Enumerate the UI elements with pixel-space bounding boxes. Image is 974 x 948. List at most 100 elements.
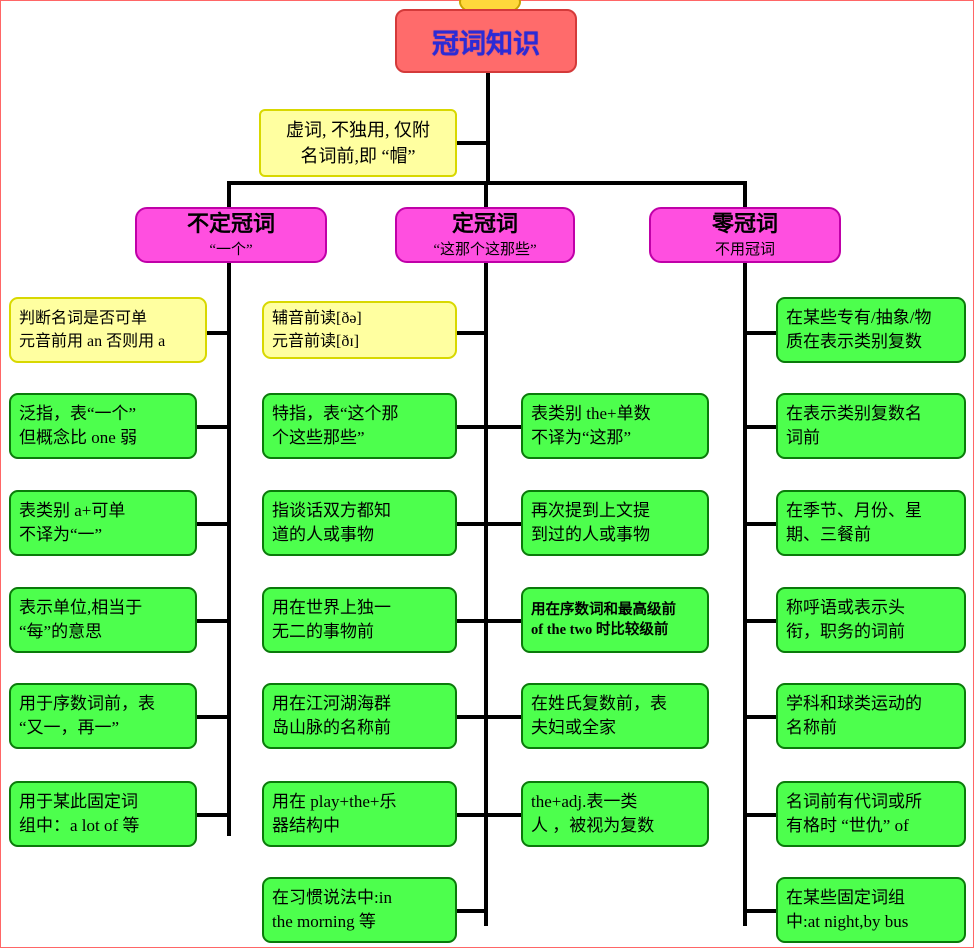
definite-right-item-1-line-1: 表类别 the+单数 xyxy=(531,403,651,423)
category-zero-title: 零冠词 xyxy=(711,211,778,237)
zero-item-3[interactable]: 在季节、月份、星 期、三餐前 xyxy=(776,490,966,556)
connector-cat2-down xyxy=(484,181,488,207)
connector-def-l1 xyxy=(456,331,486,335)
zero-item-5-line-1: 学科和球类运动的 xyxy=(786,693,922,713)
definite-right-item-4[interactable]: 在姓氏复数前，表 夫妇或全家 xyxy=(521,683,709,749)
definite-right-item-3-line-2: of the two 时比较级前 xyxy=(531,622,669,638)
connector-zero-spine xyxy=(743,261,747,926)
definite-left-item-1[interactable]: 辅音前读[ðə] 元音前读[ðɪ] xyxy=(262,301,457,359)
zero-item-2-line-2: 词前 xyxy=(786,428,820,447)
connector-def-l7 xyxy=(456,909,486,913)
definite-left-item-6[interactable]: 用在 play+the+乐 器结构中 xyxy=(262,781,457,847)
definite-left-item-1-line-1: 辅音前读[ðə] xyxy=(272,309,362,327)
definite-right-item-1-line-2: 不译为“这那” xyxy=(531,428,632,447)
definite-right-item-4-line-1: 在姓氏复数前，表 xyxy=(531,693,667,713)
connector-cat3-down xyxy=(743,181,747,207)
definite-left-item-4-line-2: 无二的事物前 xyxy=(272,622,374,641)
definite-left-item-4[interactable]: 用在世界上独一 无二的事物前 xyxy=(262,587,457,653)
zero-item-7[interactable]: 在某些固定词组 中:at night,by bus xyxy=(776,877,966,943)
definite-right-item-2[interactable]: 再次提到上文提 到过的人或事物 xyxy=(521,490,709,556)
indefinite-item-5-line-2: “又一，再一” xyxy=(19,718,120,737)
indefinite-item-3[interactable]: 表类别 a+可单 不译为“一” xyxy=(9,490,197,556)
connector-def-r4 xyxy=(484,715,522,719)
connector-def-l6 xyxy=(456,813,486,817)
category-indefinite-article[interactable]: 不定冠词 “一个” xyxy=(135,207,327,263)
definite-left-item-6-line-1: 用在 play+the+乐 xyxy=(272,791,397,811)
definite-left-item-7-line-1: 在习惯说法中:in xyxy=(272,887,392,907)
zero-item-7-line-1: 在某些固定词组 xyxy=(786,887,905,907)
zero-item-3-line-1: 在季节、月份、星 xyxy=(786,500,922,520)
indefinite-item-1[interactable]: 判断名词是否可单 元音前用 an 否则用 a xyxy=(9,297,207,363)
indefinite-item-4-line-2: “每”的意思 xyxy=(19,622,103,641)
note-line-1: 虚词, 不独用, 仅附 xyxy=(286,119,430,140)
connector-indef-5 xyxy=(191,715,229,719)
connector-zero-1 xyxy=(743,331,777,335)
root-node[interactable]: 冠词知识 xyxy=(395,9,577,73)
indefinite-item-6[interactable]: 用于某此固定词 组中：a lot of 等 xyxy=(9,781,197,847)
definite-right-item-4-line-2: 夫妇或全家 xyxy=(531,718,616,737)
definite-right-item-5[interactable]: the+adj.表一类 人 ，被视为复数 xyxy=(521,781,709,847)
definite-left-item-7[interactable]: 在习惯说法中:in the morning 等 xyxy=(262,877,457,943)
connector-zero-4 xyxy=(743,619,777,623)
indefinite-item-1-line-2: 元音前用 an 否则用 a xyxy=(19,333,166,350)
connector-zero-7 xyxy=(743,909,777,913)
connector-root-down xyxy=(486,73,490,183)
root-title: 冠词知识 xyxy=(432,28,540,59)
connector-indef-3 xyxy=(191,522,229,526)
definite-left-item-2[interactable]: 特指，表“这个那 个这些那些” xyxy=(262,393,457,459)
connector-zero-2 xyxy=(743,425,777,429)
indefinite-item-5-line-1: 用于序数词前，表 xyxy=(19,693,155,713)
connector-def-l3 xyxy=(456,522,486,526)
indefinite-item-1-line-1: 判断名词是否可单 xyxy=(19,309,148,327)
definite-right-item-2-line-2: 到过的人或事物 xyxy=(531,525,650,544)
connector-note xyxy=(456,141,488,145)
connector-zero-6 xyxy=(743,813,777,817)
zero-item-7-line-2: 中:at night,by bus xyxy=(786,912,909,931)
note-node[interactable]: 虚词, 不独用, 仅附 名词前,即 “帽” xyxy=(259,109,457,177)
zero-item-5[interactable]: 学科和球类运动的 名称前 xyxy=(776,683,966,749)
connector-zero-5 xyxy=(743,715,777,719)
zero-item-2-line-1: 在表示类别复数名 xyxy=(786,403,922,423)
category-definite-sub: “这那个这那些” xyxy=(433,241,537,258)
connector-definite-spine xyxy=(484,261,488,926)
definite-right-item-3[interactable]: 用在序数词和最高级前 of the two 时比较级前 xyxy=(521,587,709,653)
connector-def-r1 xyxy=(484,425,522,429)
connector-bus-categories xyxy=(229,181,747,185)
definite-left-item-3-line-1: 指谈话双方都知 xyxy=(272,500,391,520)
connector-def-l4 xyxy=(456,619,486,623)
category-zero-sub: 不用冠词 xyxy=(714,241,775,258)
definite-left-item-3[interactable]: 指谈话双方都知 道的人或事物 xyxy=(262,490,457,556)
connector-indef-2 xyxy=(191,425,229,429)
indefinite-item-4[interactable]: 表示单位,相当于 “每”的意思 xyxy=(9,587,197,653)
category-indefinite-title: 不定冠词 xyxy=(186,211,275,237)
indefinite-item-3-line-1: 表类别 a+可单 xyxy=(19,500,126,520)
connector-def-r2 xyxy=(484,522,522,526)
indefinite-item-4-line-1: 表示单位,相当于 xyxy=(19,597,143,617)
zero-item-6-line-1: 名词前有代词或所 xyxy=(786,791,922,811)
category-zero-article[interactable]: 零冠词 不用冠词 xyxy=(649,207,841,263)
zero-item-2[interactable]: 在表示类别复数名 词前 xyxy=(776,393,966,459)
category-definite-article[interactable]: 定冠词 “这那个这那些” xyxy=(395,207,575,263)
connector-def-r5 xyxy=(484,813,522,817)
definite-right-item-1[interactable]: 表类别 the+单数 不译为“这那” xyxy=(521,393,709,459)
connector-indef-6 xyxy=(191,813,229,817)
definite-left-item-5[interactable]: 用在江河湖海群 岛山脉的名称前 xyxy=(262,683,457,749)
definite-left-item-3-line-2: 道的人或事物 xyxy=(272,525,374,544)
indefinite-item-5[interactable]: 用于序数词前，表 “又一，再一” xyxy=(9,683,197,749)
definite-left-item-4-line-1: 用在世界上独一 xyxy=(272,597,391,617)
definite-left-item-2-line-2: 个这些那些” xyxy=(272,428,365,447)
note-line-2: 名词前,即 “帽” xyxy=(300,146,416,166)
connector-indef-4 xyxy=(191,619,229,623)
connector-def-l2 xyxy=(456,425,486,429)
zero-item-6[interactable]: 名词前有代词或所 有格时 “世仇” of xyxy=(776,781,966,847)
zero-item-4[interactable]: 称呼语或表示头 衔，职务的词前 xyxy=(776,587,966,653)
definite-left-item-7-line-2: the morning 等 xyxy=(272,912,376,931)
connector-def-r3 xyxy=(484,619,522,623)
connector-indefinite-spine xyxy=(227,261,231,836)
zero-item-1-line-1: 在某些专有/抽象/物 xyxy=(786,307,932,327)
indefinite-item-2[interactable]: 泛指，表“一个” 但概念比 one 弱 xyxy=(9,393,197,459)
zero-item-4-line-2: 衔，职务的词前 xyxy=(786,622,905,641)
indefinite-item-2-line-1: 泛指，表“一个” xyxy=(19,403,137,423)
zero-item-1[interactable]: 在某些专有/抽象/物 质在表示类别复数 xyxy=(776,297,966,363)
